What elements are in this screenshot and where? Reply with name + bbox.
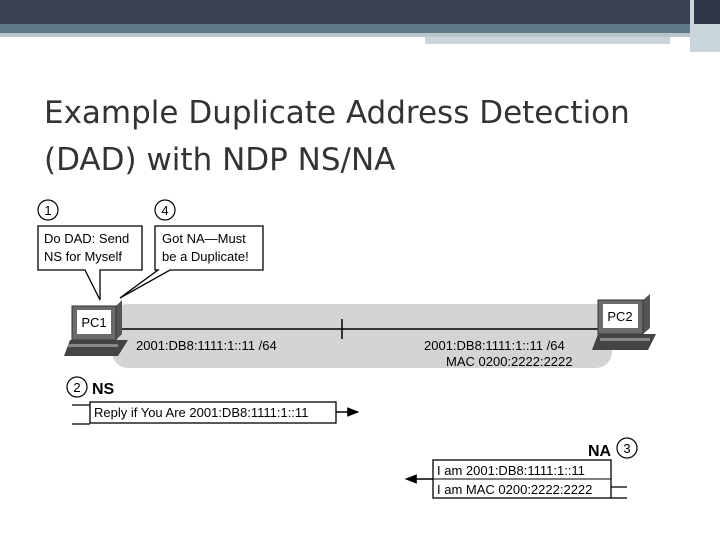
step2-number: 2 xyxy=(73,380,80,395)
na-line2: I am MAC 0200:2222:2222 xyxy=(437,482,592,497)
pc2-base xyxy=(592,334,656,350)
step4-bubble xyxy=(119,225,264,299)
step3-badge xyxy=(616,437,638,459)
pc1-keyboard xyxy=(68,344,118,347)
pc2-monitor-side xyxy=(643,294,650,334)
na-line1: I am 2001:DB8:1111:1::11 xyxy=(437,463,585,478)
ns-label: NS xyxy=(92,381,115,398)
ns-message-text: Reply if You Are 2001:DB8:1111:1::11 xyxy=(94,405,308,420)
top-band-corner-dark xyxy=(694,0,720,24)
step1-text-line2: NS for Myself xyxy=(44,249,122,264)
top-band-strip xyxy=(425,37,670,44)
step2-badge xyxy=(66,376,88,398)
step1-badge xyxy=(37,199,59,221)
pc2-screen xyxy=(603,304,638,328)
na-label: NA xyxy=(588,443,612,460)
step3-number: 3 xyxy=(623,441,630,456)
step1-text-line1: Do DAD: Send xyxy=(44,231,129,246)
step1-callout: 1 Do DAD: Send NS for Myself xyxy=(37,199,143,301)
step1-number: 1 xyxy=(44,203,51,218)
top-band xyxy=(0,0,720,24)
pc2-label: PC2 xyxy=(607,309,632,324)
pc1: PC1 2001:DB8:1111:1::11 /64 xyxy=(64,300,277,356)
top-band-rule xyxy=(0,33,720,37)
slide-title: Example Duplicate Address Detection (DAD… xyxy=(44,90,684,184)
pc1-base xyxy=(64,340,128,356)
pc1-address: 2001:DB8:1111:1::11 /64 xyxy=(136,338,277,353)
pc1-label: PC1 xyxy=(81,315,106,330)
step4-callout: 4 Got NA—Must be a Duplicate! xyxy=(119,199,264,299)
step4-number: 4 xyxy=(161,203,168,218)
step4-text-line2: be a Duplicate! xyxy=(162,249,249,264)
ns-message: 2 NS Reply if You Are 2001:DB8:1111:1::1… xyxy=(66,376,360,425)
pc1-screen xyxy=(77,310,111,334)
pc2-mac: MAC 0200:2222:2222 xyxy=(446,354,572,369)
step1-bubble xyxy=(37,225,143,301)
pc2: PC2 2001:DB8:1111:1::11 /64 MAC 0200:222… xyxy=(424,294,656,369)
slide-title-line1: Example Duplicate Address Detection xyxy=(44,95,630,131)
step4-text-line1: Got NA—Must xyxy=(162,231,246,246)
pc1-monitor-side xyxy=(116,300,122,340)
pc2-keyboard xyxy=(600,338,650,341)
na-message: NA 3 I am 2001:DB8:1111:1::11 I am MAC 0… xyxy=(404,437,638,499)
step4-badge xyxy=(154,199,176,221)
top-band-accent xyxy=(0,24,720,33)
lan-segment xyxy=(112,304,612,368)
pc2-address: 2001:DB8:1111:1::11 /64 xyxy=(424,338,565,353)
slide-title-line2: (DAD) with NDP NS/NA xyxy=(44,142,396,178)
